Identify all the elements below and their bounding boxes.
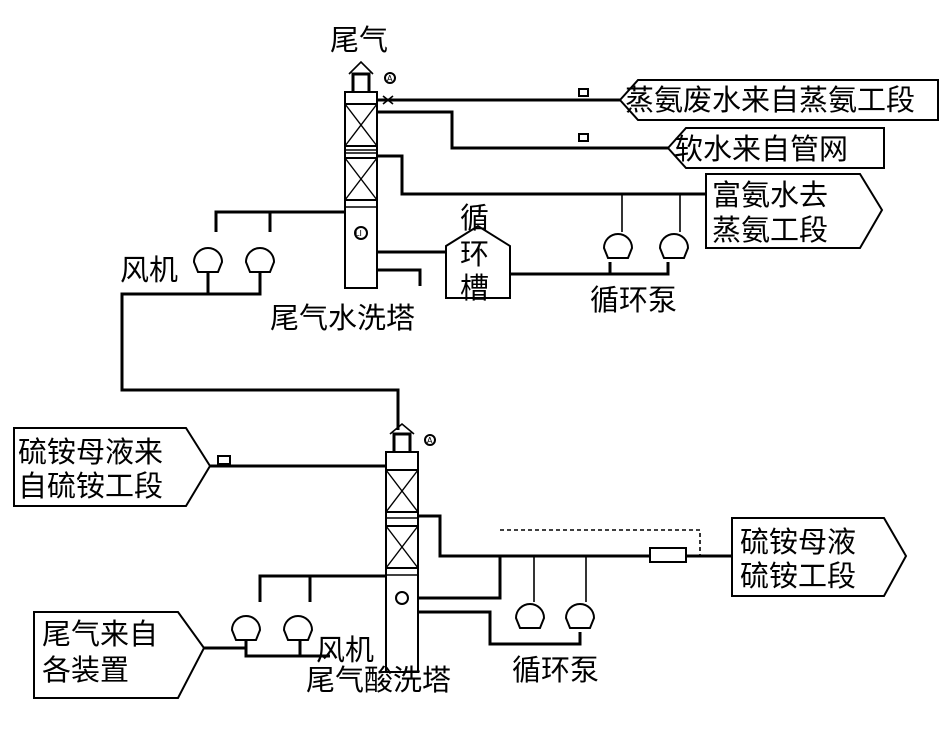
rich-ammonia-label-1: 富氨水去 xyxy=(712,178,828,212)
mother-liquor-out-label-1: 硫铵母液 xyxy=(740,525,856,559)
rich-ammonia-label-2: 蒸氨工段 xyxy=(712,213,828,247)
exhaust-in-label-2: 各装置 xyxy=(42,653,129,687)
lower-pump-1 xyxy=(514,556,546,629)
acid-wash-tower: A xyxy=(385,422,436,673)
tank-char-2: 环 xyxy=(460,237,489,271)
mother-liquor-inlet: 硫铵母液来 自硫铵工段 xyxy=(13,427,386,507)
upper-fan-label: 风机 xyxy=(120,253,178,287)
lower-pump-label: 循环泵 xyxy=(512,653,599,687)
water-tower-level-indicator xyxy=(354,226,368,240)
water-wash-tower: LI A xyxy=(344,60,396,289)
ammonia-wastewater-inlet: 蒸氨废水来自蒸氨工段 xyxy=(618,79,939,121)
upper-analyzer xyxy=(384,72,396,84)
mother-liquor-in-label-1: 硫铵母液来 xyxy=(18,435,163,469)
upper-pipes xyxy=(377,88,706,196)
soft-water-inlet: 软水来自管网 xyxy=(666,127,885,169)
upper-pump-label: 循环泵 xyxy=(590,283,677,317)
lower-pump-2 xyxy=(564,556,596,629)
water-tower-level-tag: LI xyxy=(355,229,362,238)
circulation-tank: 循 环 槽 xyxy=(377,201,670,305)
lower-analyzer xyxy=(424,434,436,446)
ammonia-wastewater-label: 蒸氨废水来自蒸氨工段 xyxy=(625,83,915,117)
mother-liquor-out-label-2: 硫铵工段 xyxy=(740,559,856,593)
lower-fan-label: 风机 xyxy=(316,633,374,667)
soft-water-label: 软水来自管网 xyxy=(674,132,848,166)
lower-fans xyxy=(204,574,386,658)
inter-tower-pipe xyxy=(120,292,400,430)
mother-liquor-in-label-2: 自硫铵工段 xyxy=(18,469,163,503)
exhaust-out-label: 尾气 xyxy=(330,23,388,57)
rich-ammonia-outlet: 富氨水去 蒸氨工段 xyxy=(705,173,884,249)
upper-pump-2 xyxy=(658,194,690,259)
lower-circulation-pipes xyxy=(418,514,732,646)
tank-char-1: 循 xyxy=(460,201,489,235)
upper-fans xyxy=(192,210,345,296)
exhaust-inlet: 尾气来自 各装置 xyxy=(33,611,206,699)
exhaust-in-label-1: 尾气来自 xyxy=(42,617,158,651)
lower-analyzer-tag: A xyxy=(427,436,433,445)
acid-tower-label: 尾气酸洗塔 xyxy=(306,663,451,697)
acid-tower-level-indicator xyxy=(395,591,409,605)
tank-char-3: 槽 xyxy=(460,271,489,305)
upper-analyzer-tag: A xyxy=(387,74,393,83)
upper-pump-1 xyxy=(602,194,634,259)
water-tower-label: 尾气水洗塔 xyxy=(270,301,415,335)
mother-liquor-outlet: 硫铵母液 硫铵工段 xyxy=(731,517,908,597)
